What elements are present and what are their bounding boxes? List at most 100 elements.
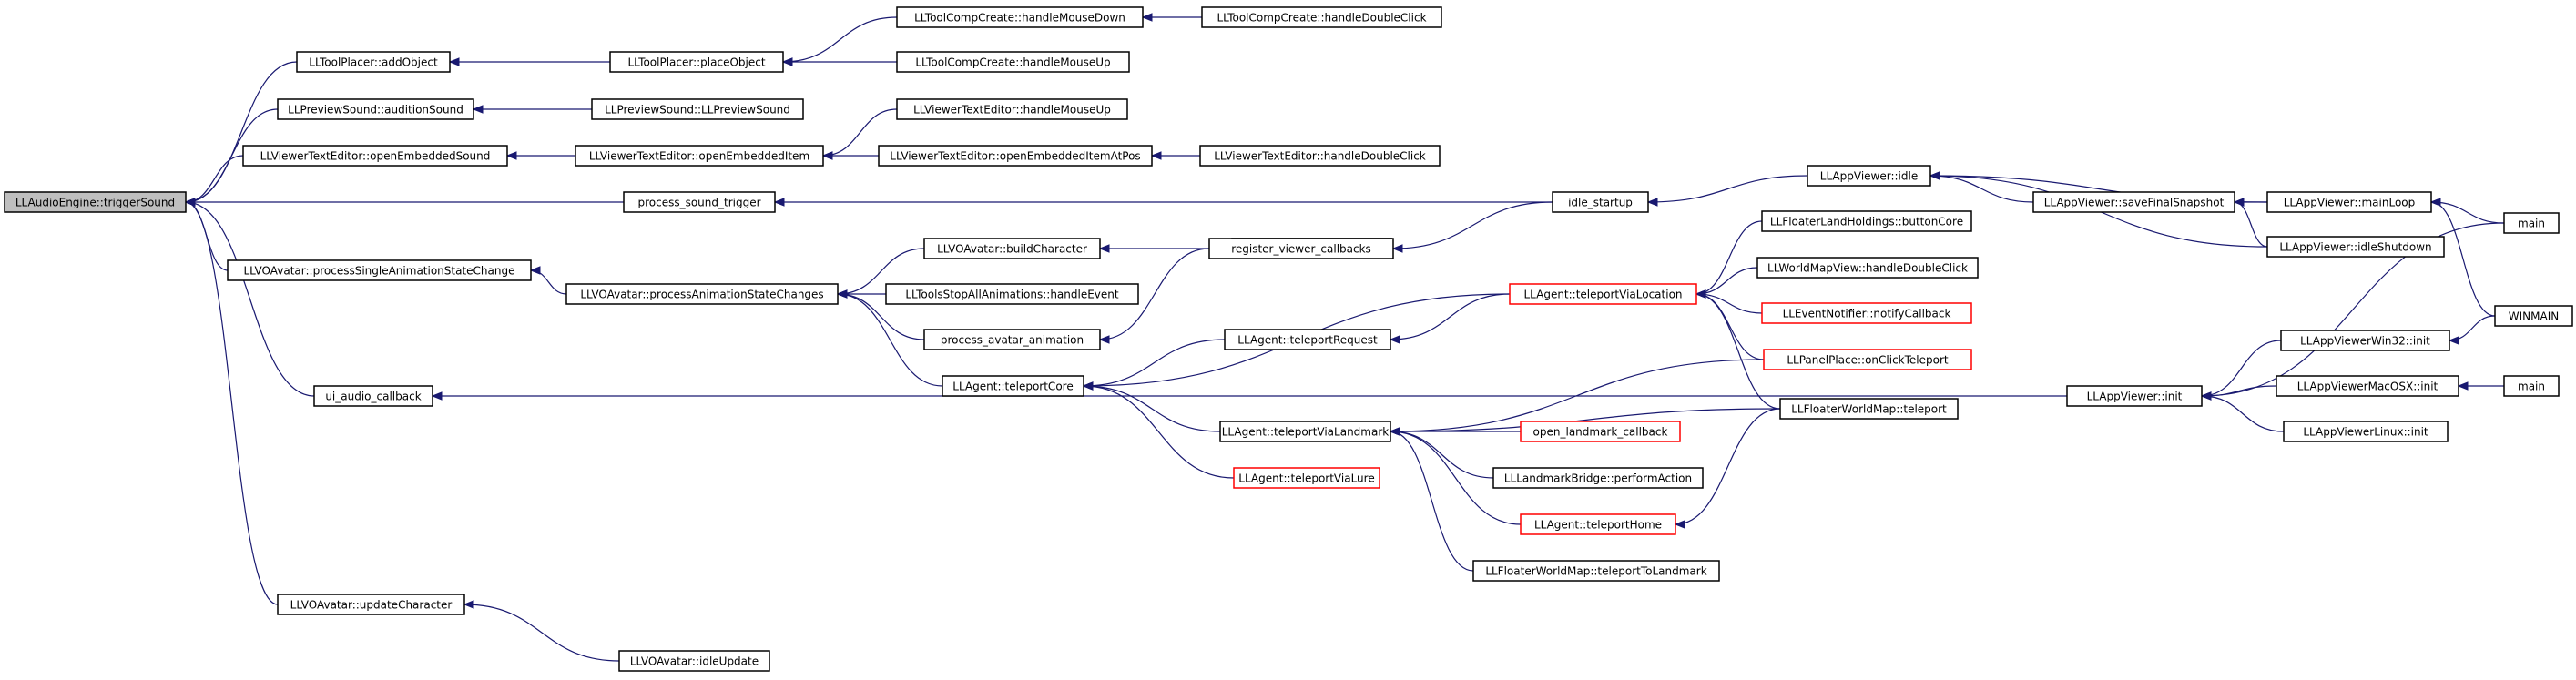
node-audition[interactable]: LLPreviewSound::auditionSound: [277, 98, 474, 120]
node-box: [1520, 421, 1681, 442]
node-procAvatarAnim[interactable]: process_avatar_animation: [923, 329, 1101, 350]
node-landmarkBridge[interactable]: LLLandmarkBridge::performAction: [1492, 467, 1704, 489]
node-box: [2066, 385, 2203, 407]
node-idleStartup[interactable]: idle_startup: [1552, 191, 1649, 213]
node-teleportReq[interactable]: LLAgent::teleportRequest: [1224, 329, 1391, 350]
edge-teleportReq-to-teleportCore: [1083, 339, 1226, 387]
edge-tpLure-to-teleportCore: [1083, 385, 1235, 479]
node-procChanges[interactable]: LLVOAvatar::processAnimationStateChanges: [565, 283, 839, 305]
node-openSound[interactable]: LLViewerTextEditor::openEmbeddedSound: [242, 145, 508, 167]
edge-voIdleUpdate-to-updateChar: [463, 604, 620, 662]
node-compUp[interactable]: LLToolCompCreate::handleMouseUp: [896, 51, 1130, 73]
node-box: [1208, 238, 1394, 259]
node-macInit[interactable]: LLAppViewerMacOSX::init: [2276, 375, 2459, 397]
node-box: [313, 385, 433, 407]
node-eventNotifier[interactable]: LLEventNotifier::notifyCallback: [1761, 302, 1972, 324]
node-textDbl[interactable]: LLViewerTextEditor::handleDoubleClick: [1199, 145, 1441, 167]
node-landHoldings[interactable]: LLFloaterLandHoldings::buttonCore: [1761, 210, 1972, 232]
node-openItemAtPos[interactable]: LLViewerTextEditor::openEmbeddedItemAtPo…: [878, 145, 1153, 167]
node-box: [942, 375, 1084, 397]
arrowhead-idleStartup-to-procTrigger: [773, 198, 785, 207]
node-buildChar[interactable]: LLVOAvatar::buildCharacter: [923, 238, 1101, 259]
edge-updateChar-to-trigger: [185, 201, 279, 605]
node-label: idle_startup: [1568, 197, 1633, 209]
node-updateChar[interactable]: LLVOAvatar::updateCharacter: [277, 594, 465, 615]
node-tpLandmark[interactable]: LLAgent::teleportViaLandmark: [1219, 421, 1391, 442]
node-tpHome[interactable]: LLAgent::teleportHome: [1520, 513, 1676, 535]
edge-compDown-to-placeObject: [782, 16, 898, 63]
node-tpLure[interactable]: LLAgent::teleportViaLure: [1233, 467, 1380, 489]
node-label: register_viewer_callbacks: [1231, 243, 1371, 256]
arrowhead-main1-to-appInit: [2200, 391, 2212, 401]
node-label: LLAppViewer::init: [2087, 391, 2183, 403]
node-trigger[interactable]: LLAudioEngine::triggerSound: [4, 191, 187, 213]
edge-teleportLoc-to-teleportReq: [1390, 293, 1511, 340]
node-panelPlace[interactable]: LLPanelPlace::onClickTeleport: [1763, 349, 1972, 370]
node-winmain[interactable]: WINMAIN: [2494, 305, 2573, 327]
node-tpToLandmark[interactable]: LLFloaterWorldMap::teleportToLandmark: [1472, 560, 1720, 582]
node-addObject[interactable]: LLToolPlacer::addObject: [296, 51, 451, 73]
node-previewSound[interactable]: LLPreviewSound::LLPreviewSound: [591, 98, 804, 120]
node-label: LLAgent::teleportRequest: [1237, 334, 1378, 347]
node-linuxInit[interactable]: LLAppViewerLinux::init: [2283, 421, 2449, 442]
node-mainLoop[interactable]: LLAppViewer::mainLoop: [2266, 191, 2432, 213]
node-placeObject[interactable]: LLToolPlacer::placeObject: [609, 51, 784, 73]
node-procTrigger[interactable]: process_sound_trigger: [623, 191, 776, 213]
node-mapViewDbl[interactable]: LLWorldMapView::handleDoubleClick: [1756, 257, 1979, 279]
node-label: open_landmark_callback: [1533, 426, 1668, 439]
node-box: [1219, 421, 1391, 442]
node-box: [1224, 329, 1391, 350]
node-saveSnapshot[interactable]: LLAppViewer::saveFinalSnapshot: [2032, 191, 2235, 213]
node-main1[interactable]: main: [2503, 212, 2560, 234]
node-stopAnims[interactable]: LLToolsStopAllAnimations::handleEvent: [885, 283, 1139, 305]
nodes-layer: LLAudioEngine::triggerSound LLToolPlacer:…: [4, 6, 2573, 672]
node-label: ui_audio_callback: [325, 391, 421, 403]
node-openLandmark[interactable]: open_landmark_callback: [1520, 421, 1681, 442]
node-compDbl[interactable]: LLToolCompCreate::handleDoubleClick: [1201, 6, 1442, 28]
arrowhead-openItem-to-openSound: [505, 151, 517, 160]
edge-worldMapTp-to-tpLandmark: [1390, 408, 1781, 432]
node-openItem[interactable]: LLViewerTextEditor::openEmbeddedItem: [575, 145, 824, 167]
node-voIdleUpdate[interactable]: LLVOAvatar::idleUpdate: [618, 650, 770, 672]
node-box: [1779, 398, 1959, 420]
arrowhead-appIdle-to-idleStartup: [1646, 198, 1658, 207]
node-label: LLToolPlacer::placeObject: [627, 56, 765, 69]
node-label: LLAppViewer::idle: [1820, 170, 1918, 183]
node-label: LLViewerTextEditor::openEmbeddedItemAtPo…: [890, 150, 1140, 163]
node-label: LLToolCompCreate::handleDoubleClick: [1217, 12, 1426, 25]
node-worldMapTp[interactable]: LLFloaterWorldMap::teleport: [1779, 398, 1959, 420]
node-appInit[interactable]: LLAppViewer::init: [2066, 385, 2203, 407]
edge-landmarkBridge-to-tpLandmark: [1390, 431, 1494, 479]
node-audioCallback[interactable]: ui_audio_callback: [313, 385, 433, 407]
edge-appIdle-to-idleStartup: [1647, 175, 1808, 203]
node-regCallbacks[interactable]: register_viewer_callbacks: [1208, 238, 1394, 259]
edge-tpHome-to-tpLandmark: [1390, 431, 1522, 525]
edge-textMouseUp-to-openItem: [822, 108, 898, 157]
node-appIdle[interactable]: LLAppViewer::idle: [1807, 165, 1931, 187]
node-label: LLVOAvatar::idleUpdate: [630, 655, 759, 668]
node-label: LLToolsStopAllAnimations::handleEvent: [905, 289, 1119, 301]
node-box: [4, 191, 187, 213]
arrowhead-regCallbacks-to-procAvatarAnim: [1098, 335, 1110, 344]
node-teleportLoc[interactable]: LLAgent::teleportViaLocation: [1509, 283, 1697, 305]
node-compDown[interactable]: LLToolCompCreate::handleMouseDown: [896, 6, 1144, 28]
node-idleShutdown[interactable]: LLAppViewer::idleShutdown: [2266, 236, 2445, 258]
node-procSingle[interactable]: LLVOAvatar::processSingleAnimationStateC…: [227, 259, 532, 281]
node-textMouseUp[interactable]: LLViewerTextEditor::handleMouseUp: [896, 98, 1128, 120]
edge-audioCallback-to-trigger: [185, 201, 315, 397]
node-box: [2276, 375, 2459, 397]
node-label: LLVOAvatar::processAnimationStateChanges: [580, 289, 823, 301]
edge-winmain-to-win32Init: [2449, 315, 2496, 341]
node-label: LLAgent::teleportHome: [1534, 519, 1662, 532]
node-teleportCore[interactable]: LLAgent::teleportCore: [942, 375, 1084, 397]
node-box: [878, 145, 1153, 167]
arrowhead-tpLure-to-teleportCore: [1082, 381, 1094, 391]
node-box: [1233, 467, 1380, 489]
node-box: [1761, 302, 1972, 324]
node-main2[interactable]: main: [2503, 375, 2560, 397]
node-box: [896, 98, 1128, 120]
node-label: LLToolPlacer::addObject: [309, 56, 438, 69]
arrowhead-openItemAtPos-to-openItem: [821, 151, 833, 160]
node-win32Init[interactable]: LLAppViewerWin32::init: [2280, 330, 2450, 351]
node-box: [591, 98, 804, 120]
